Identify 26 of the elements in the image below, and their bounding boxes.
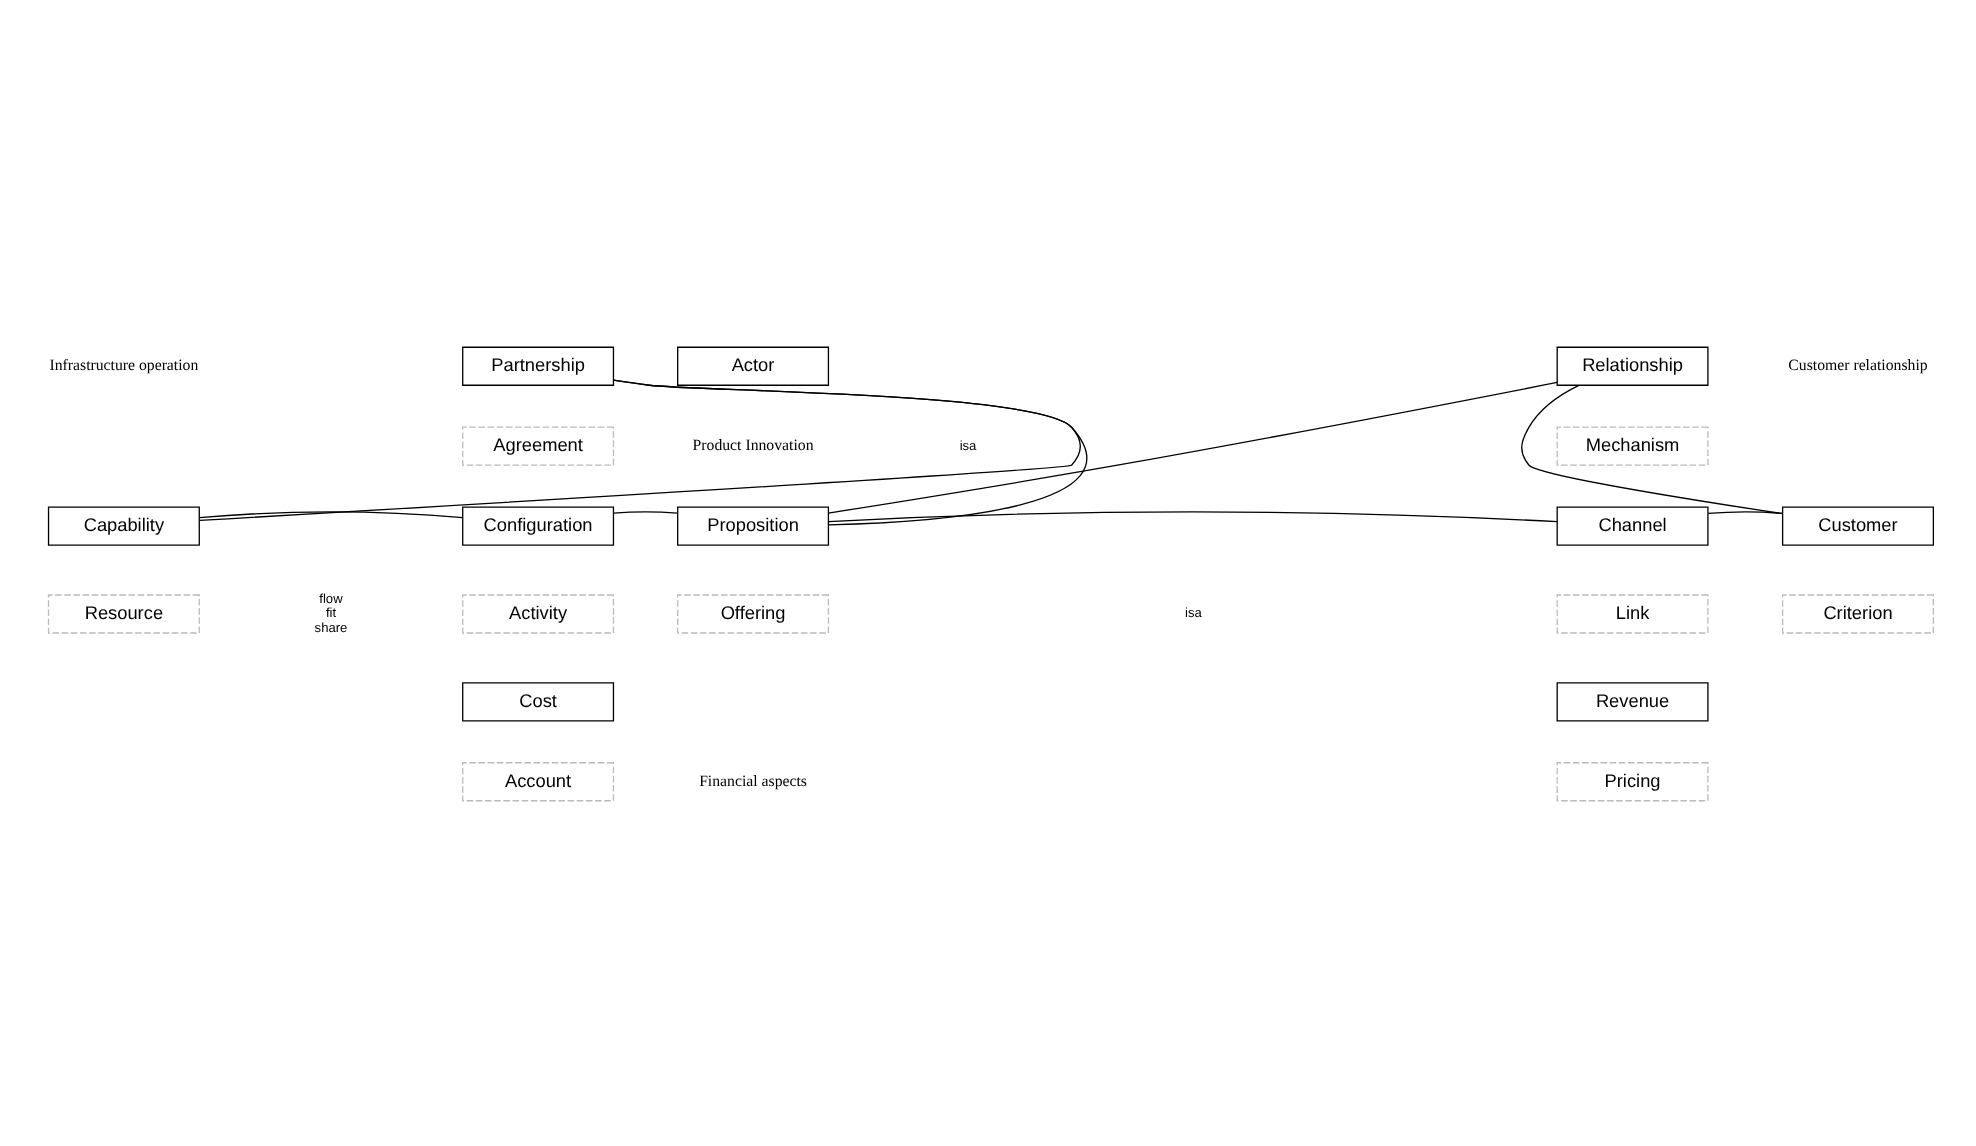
connector (1707, 510, 1784, 514)
node-box: Partnership (462, 345, 615, 385)
node-box: Mechanism (1556, 425, 1709, 465)
node-box: Link (1556, 593, 1709, 633)
connector (613, 510, 679, 513)
connector (1521, 383, 1784, 514)
node-box: Actor (677, 345, 830, 385)
node-box: Revenue (1556, 681, 1709, 721)
node-box: Offering (677, 593, 830, 633)
node-box: Criterion (1781, 593, 1935, 633)
node-box: Customer (1781, 505, 1935, 545)
connector (827, 380, 1558, 513)
connector (198, 510, 464, 518)
node-box: Proposition (677, 505, 830, 545)
connector (827, 510, 1558, 522)
node-box: Account (462, 761, 615, 801)
node-box: Relationship (1556, 345, 1709, 385)
node-box: Resource (47, 593, 200, 633)
node-box: Capability (47, 505, 200, 545)
connector (198, 378, 1081, 521)
node-box: Configuration (462, 505, 615, 545)
node-box: Agreement (462, 425, 615, 465)
node-box: Channel (1556, 505, 1709, 545)
node-box: Cost (462, 681, 615, 721)
node-box: Activity (462, 593, 615, 633)
node-box: Pricing (1556, 761, 1709, 801)
